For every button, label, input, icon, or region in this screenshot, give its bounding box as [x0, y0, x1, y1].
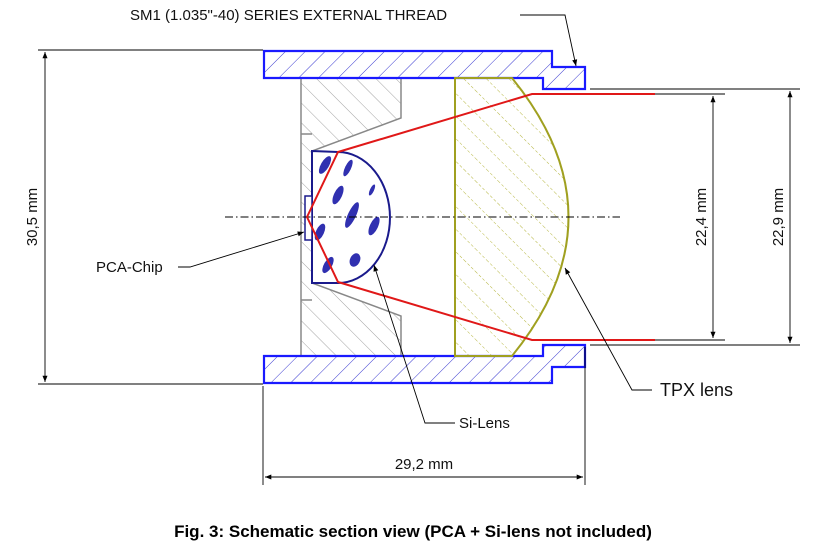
- pca-chip-label: PCA-Chip: [96, 259, 163, 276]
- leader-lines: [178, 14, 652, 424]
- housing: [262, 49, 587, 385]
- figure-caption: Fig. 3: Schematic section view (PCA + Si…: [174, 522, 652, 541]
- dimension-lines: [38, 49, 800, 485]
- optical-rays: [306, 93, 655, 341]
- si-lens-label: Si-Lens: [459, 415, 510, 432]
- outer-diameter-dimension: 30,5 mm: [24, 188, 41, 246]
- thread-label: SM1 (1.035"-40) SERIES EXTERNAL THREAD: [130, 7, 447, 24]
- length-dimension: 29,2 mm: [395, 456, 453, 473]
- housing-bottom: [262, 343, 587, 385]
- beam-outer-dimension: 22,9 mm: [770, 188, 787, 246]
- housing-top: [262, 49, 587, 91]
- tpx-lens-label: TPX lens: [660, 380, 733, 400]
- beam-inner-dimension: 22,4 mm: [693, 188, 710, 246]
